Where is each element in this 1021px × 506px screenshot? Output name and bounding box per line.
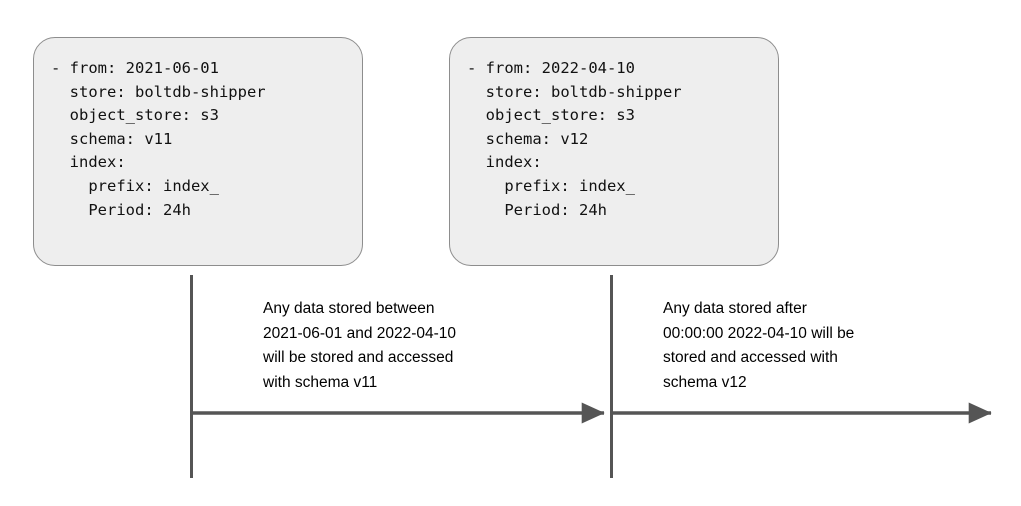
config-box-schema-v12: - from: 2022-04-10 store: boltdb-shipper…	[449, 37, 779, 266]
config-box-schema-v11: - from: 2021-06-01 store: boltdb-shipper…	[33, 37, 363, 266]
timeline-tick-2021-06-01	[189, 275, 194, 478]
config-yaml-v12: - from: 2022-04-10 store: boltdb-shipper…	[467, 59, 682, 219]
config-yaml-v11: - from: 2021-06-01 store: boltdb-shipper…	[51, 59, 266, 219]
annotation-schema-v12-range: Any data stored after 00:00:00 2022-04-1…	[663, 300, 855, 391]
timeline-tick-2022-04-10	[609, 275, 614, 478]
annotation-schema-v11-range: Any data stored between 2021-06-01 and 2…	[263, 300, 457, 391]
